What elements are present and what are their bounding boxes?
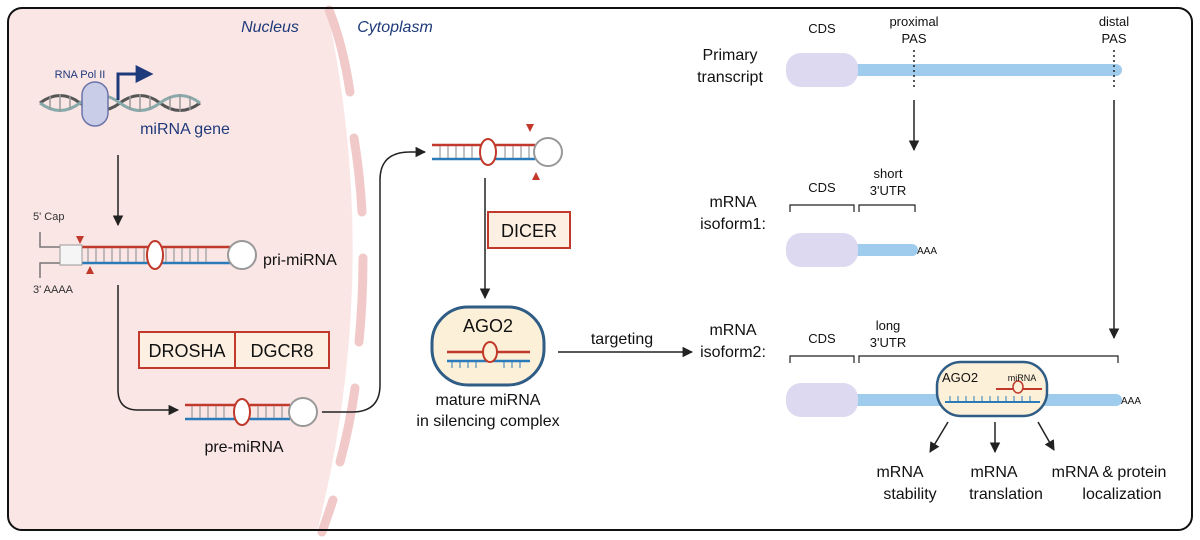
ago2-label: AGO2 xyxy=(463,316,513,336)
isoform1-brackets xyxy=(789,204,916,212)
isoform2-brackets xyxy=(789,355,1119,363)
targeting-label: targeting xyxy=(591,331,653,348)
isoform1-transcript xyxy=(786,233,918,267)
pri-mirna-label: pri-miRNA xyxy=(263,252,337,269)
long-utr-label-line1: long xyxy=(876,318,901,333)
cap-5-label: 5' Cap xyxy=(33,211,64,223)
pre-mirna-label: pre-miRNA xyxy=(204,439,283,456)
distal-pas-label-line2: PAS xyxy=(1101,31,1126,46)
dicer-box xyxy=(487,211,571,249)
outcome-localization-line2: localization xyxy=(1082,486,1161,503)
transcription-start-arrow-icon xyxy=(116,65,154,100)
drosha-dgcr8-box xyxy=(138,331,330,369)
proximal-pas-label-line2: PAS xyxy=(901,31,926,46)
nuclear-membrane xyxy=(317,5,368,537)
arrow-localization xyxy=(1037,421,1055,451)
primary-transcript xyxy=(786,50,1122,90)
cds-label: CDS xyxy=(808,21,836,36)
mirna-gene-label: miRNA gene xyxy=(140,121,230,138)
pri-mirna-hairpin xyxy=(39,232,257,278)
nucleus-region xyxy=(8,8,353,530)
isoform2-label-line1: mRNA xyxy=(709,322,756,339)
arrow-stability xyxy=(929,421,949,453)
dicer-label: DICER xyxy=(501,221,557,241)
dgcr8-label: DGCR8 xyxy=(250,341,313,361)
outcome-translation-line1: mRNA xyxy=(970,464,1017,481)
mirna-gene xyxy=(39,65,201,127)
cytoplasmic-pre-mirna xyxy=(432,124,563,180)
short-utr-label-line2: 3'UTR xyxy=(870,183,906,198)
isoform2-label-line2: isoform2: xyxy=(700,344,766,361)
outcome-stability-line2: stability xyxy=(883,486,936,503)
polya-iso1: AAA xyxy=(917,246,937,257)
ago2-complex xyxy=(430,305,546,387)
cleavage-mark-icon xyxy=(76,236,84,244)
complex-ago2-label: AGO2 xyxy=(942,370,978,385)
cleavage-mark-icon xyxy=(532,172,540,180)
complex-mirna-label: miRNA xyxy=(1008,373,1037,383)
outcome-stability-line1: mRNA xyxy=(876,464,923,481)
ago2-target-complex xyxy=(935,360,1049,418)
nucleus-label: Nucleus xyxy=(241,19,299,36)
primary-transcript-label-line1: Primary xyxy=(702,47,757,64)
isoform1-label-line1: mRNA xyxy=(709,194,756,211)
tail-3-label: 3' AAAA xyxy=(33,284,74,296)
mature-mirna-label-line2: in silencing complex xyxy=(416,413,559,430)
cds-label-iso2: CDS xyxy=(808,331,836,346)
mature-mirna-label-line1: mature miRNA xyxy=(436,392,541,409)
figure-frame xyxy=(7,7,1193,531)
short-utr-label-line1: short xyxy=(874,166,903,181)
rna-pol-ii-shape xyxy=(81,81,109,127)
rna-pol-ii-label: RNA Pol II xyxy=(55,69,106,81)
cytoplasm-label: Cytoplasm xyxy=(357,19,433,36)
arrow-pri-to-pre xyxy=(117,285,180,416)
primary-transcript-label-line2: transcript xyxy=(697,69,763,86)
pre-mirna-hairpin xyxy=(185,397,318,427)
long-utr-label-line2: 3'UTR xyxy=(870,335,906,350)
isoform1-label-line2: isoform1: xyxy=(700,216,766,233)
cds-label-iso1: CDS xyxy=(808,180,836,195)
distal-pas-label-line1: distal xyxy=(1099,14,1129,29)
drosha-label: DROSHA xyxy=(148,341,225,361)
cleavage-mark-icon xyxy=(526,124,534,132)
polya-iso2: AAA xyxy=(1121,396,1141,407)
arrow-export xyxy=(322,146,427,413)
outcome-localization-line1: mRNA & protein xyxy=(1052,464,1167,481)
cleavage-mark-icon xyxy=(86,266,94,274)
proximal-pas-label-line1: proximal xyxy=(889,14,938,29)
outcome-translation-line2: translation xyxy=(969,486,1043,503)
